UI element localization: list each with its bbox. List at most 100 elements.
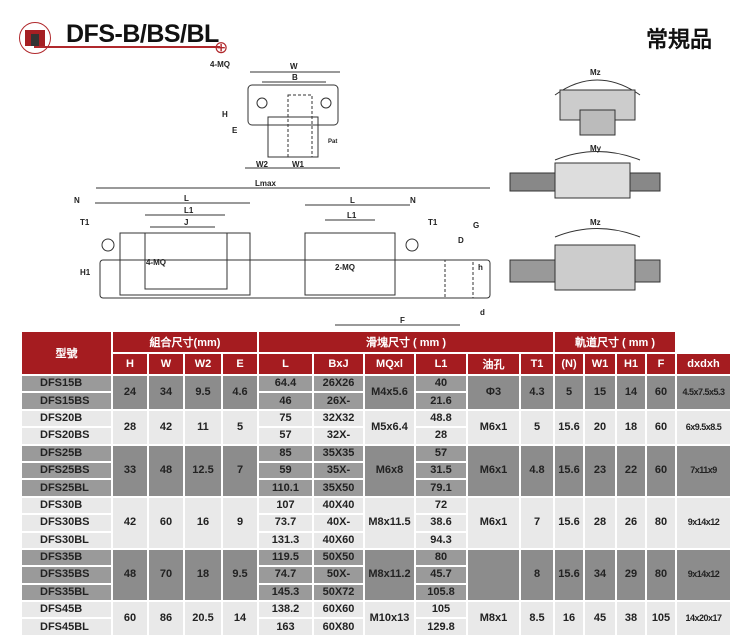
cell-w2: 9.5: [185, 376, 221, 409]
cell-f: 80: [647, 549, 675, 601]
cell-bxj: 35X35: [314, 445, 363, 461]
cell-l1: 45.7: [416, 567, 466, 583]
cell-w2: 11: [185, 410, 221, 444]
cell-l1: 72: [416, 497, 466, 514]
col-header: E: [223, 354, 257, 374]
cell-h1: 18: [617, 410, 645, 444]
col-header: W2: [185, 354, 221, 374]
col-header: MQxl: [365, 354, 414, 374]
title-underline: [34, 46, 220, 48]
cell-bxj: 40X40: [314, 497, 363, 514]
cell-n: 16: [555, 602, 583, 635]
side-view: Lmax N L L1 J T1 H1 4-MQ 2-MQ N L L1 T1 …: [74, 179, 491, 326]
cell-t1: 4.3: [521, 376, 553, 409]
crosshair-icon: ⊕: [214, 38, 229, 57]
cell-w: 48: [149, 445, 183, 496]
cell-h: 33: [113, 445, 147, 496]
col-model: 型號: [22, 332, 111, 374]
cell-l: 119.5: [259, 549, 312, 566]
cell-h1: 26: [617, 497, 645, 548]
label-g: G: [473, 221, 479, 230]
cell-l: 85: [259, 445, 312, 461]
cell-n: 15.6: [555, 549, 583, 601]
label-lmax: Lmax: [255, 179, 276, 188]
cell-l1: 105.8: [416, 584, 466, 601]
cell-l: 74.7: [259, 567, 312, 583]
label-e: E: [232, 126, 238, 135]
cell-h1: 38: [617, 602, 645, 635]
cell-w2: 16: [185, 497, 221, 548]
cell-oil-hole: M8x1: [468, 602, 519, 635]
cell-bxj: 40X-: [314, 515, 363, 531]
model-cell: DFS35BL: [22, 584, 111, 601]
cell-dxdxh: 7x11x9: [677, 445, 730, 496]
cell-w2: 12.5: [185, 445, 221, 496]
cell-h: 48: [113, 549, 147, 601]
cell-l1: 80: [416, 549, 466, 566]
label-t1: T1: [80, 218, 90, 227]
cell-h: 42: [113, 497, 147, 548]
model-cell: DFS20B: [22, 410, 111, 427]
model-cell: DFS20BS: [22, 428, 111, 444]
cell-e: 7: [223, 445, 257, 496]
model-cell: DFS15B: [22, 376, 111, 392]
label-w2: W2: [256, 160, 269, 169]
cell-n: 15.6: [555, 445, 583, 496]
page-header: DFS-B/BS/BL ⊕ 常規品: [0, 0, 750, 60]
cell-l: 46: [259, 393, 312, 409]
label-d-small: d: [480, 308, 485, 317]
col-header: F: [647, 354, 675, 374]
cell-w2: 18: [185, 549, 221, 601]
group-rail: 軌道尺寸 ( mm ): [555, 332, 675, 352]
cell-t1: 5: [521, 410, 553, 444]
model-cell: DFS45B: [22, 602, 111, 618]
cell-h1: 14: [617, 376, 645, 409]
cell-h: 24: [113, 376, 147, 409]
label-pat: Pat: [328, 139, 337, 145]
label-n: N: [74, 196, 80, 205]
cell-t1: 4.8: [521, 445, 553, 496]
cell-h: 28: [113, 410, 147, 444]
cell-e: 5: [223, 410, 257, 444]
label-w: W: [290, 62, 298, 71]
cell-mqxl: M8x11.2: [365, 549, 414, 601]
cell-w1: 15: [585, 376, 615, 409]
cell-f: 105: [647, 602, 675, 635]
label-2mq: 2-MQ: [335, 263, 355, 272]
cell-mqxl: M4x5.6: [365, 376, 414, 409]
model-cell: DFS25B: [22, 445, 111, 461]
cell-l: 107: [259, 497, 312, 514]
cell-w1: 20: [585, 410, 615, 444]
category-label: 常規品: [645, 27, 712, 52]
cell-mqxl: M10x13: [365, 602, 414, 635]
label-mz: Mz: [590, 68, 601, 77]
cell-bxj: 50X50: [314, 549, 363, 566]
model-cell: DFS30B: [22, 497, 111, 514]
cell-l1: 79.1: [416, 480, 466, 496]
cell-bxj: 40X60: [314, 532, 363, 548]
cell-l1: 38.6: [416, 515, 466, 531]
cell-bxj: 35X-: [314, 462, 363, 479]
label-mz-top: Mz: [590, 218, 601, 227]
cell-w1: 23: [585, 445, 615, 496]
col-header: dxdxh: [677, 354, 730, 374]
cell-h1: 29: [617, 549, 645, 601]
label-b: B: [292, 73, 298, 82]
label-l1: L1: [184, 206, 194, 215]
cell-l: 163: [259, 619, 312, 635]
col-header: W1: [585, 354, 615, 374]
cell-f: 60: [647, 445, 675, 496]
col-header: T1: [521, 354, 553, 374]
model-cell: DFS25BL: [22, 480, 111, 496]
label-w1: W1: [292, 160, 305, 169]
cell-l: 57: [259, 428, 312, 444]
cell-l1: 31.5: [416, 462, 466, 479]
technical-drawing: W B 4-MQ H E W2 W1 Pat Lmax N L L1 J T1 …: [74, 60, 661, 326]
